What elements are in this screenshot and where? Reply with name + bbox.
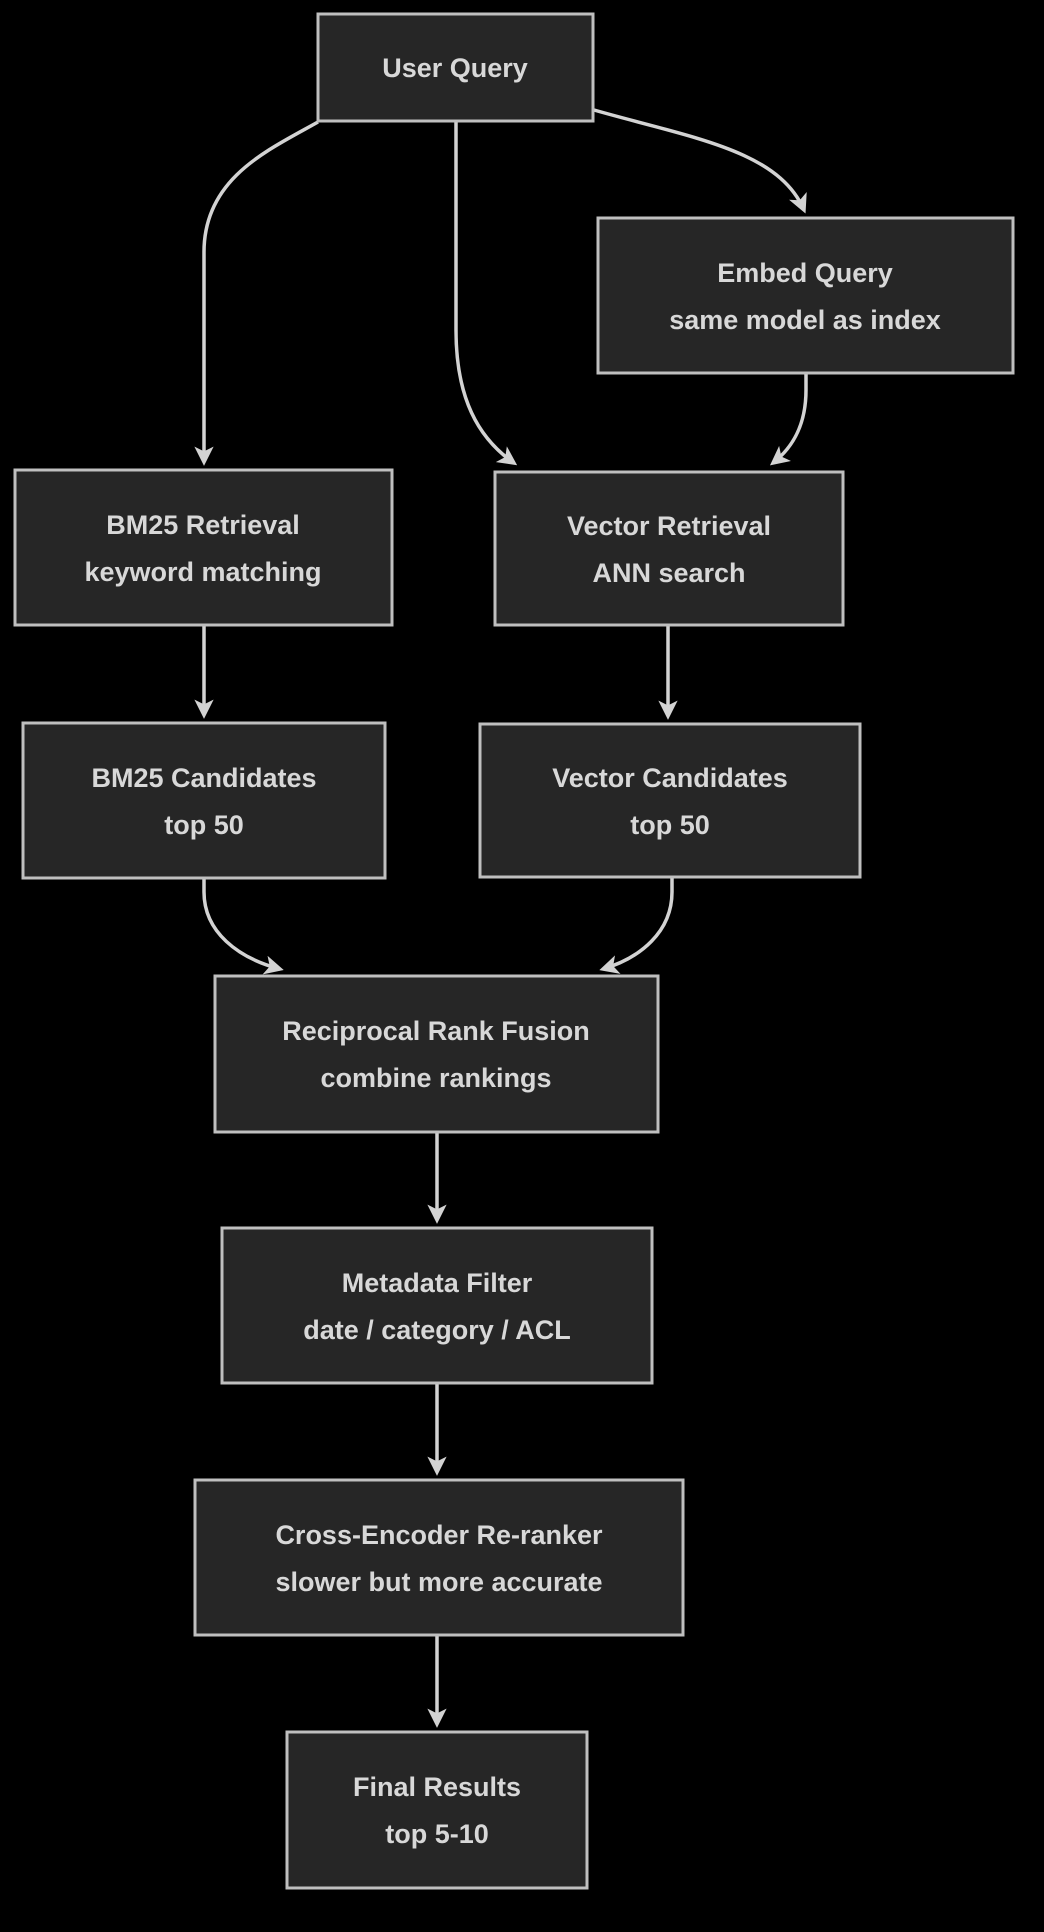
node-title-rank-fusion: Reciprocal Rank Fusion xyxy=(282,1016,590,1046)
node-subtitle-embed-query: same model as index xyxy=(669,305,941,335)
node-box-rank-fusion xyxy=(213,974,660,1134)
node-subtitle-bm25-candidates: top 50 xyxy=(164,810,244,840)
node-vector-candidates: Vector Candidates top 50 xyxy=(478,722,862,879)
node-subtitle-final-results: top 5-10 xyxy=(385,1819,489,1849)
node-box-vector-retrieval xyxy=(493,470,845,627)
node-box-vector-candidates xyxy=(478,722,862,879)
node-title-cross-encoder: Cross-Encoder Re-ranker xyxy=(275,1520,603,1550)
node-box-metadata-filter xyxy=(220,1226,654,1385)
node-box-final-results xyxy=(285,1730,589,1890)
node-box-embed-query xyxy=(596,216,1015,375)
edge-user-query-to-vector-retrieval xyxy=(454,122,518,466)
node-metadata-filter: Metadata Filter date / category / ACL xyxy=(220,1226,654,1385)
node-box-bm25-retrieval xyxy=(13,468,394,627)
edge-user-query-to-bm25-retrieval xyxy=(194,120,319,466)
node-title-vector-candidates: Vector Candidates xyxy=(552,763,788,793)
node-bm25-candidates: BM25 Candidates top 50 xyxy=(21,721,387,880)
node-box-cross-encoder xyxy=(193,1478,685,1637)
edges-layer xyxy=(194,108,808,1728)
node-bm25-retrieval: BM25 Retrieval keyword matching xyxy=(13,468,394,627)
node-subtitle-rank-fusion: combine rankings xyxy=(320,1063,551,1093)
node-final-results: Final Results top 5-10 xyxy=(285,1730,589,1890)
node-user-query: User Query xyxy=(316,12,595,123)
edge-embed-query-to-vector-retrieval xyxy=(769,374,808,466)
node-title-user-query: User Query xyxy=(382,53,528,83)
node-subtitle-cross-encoder: slower but more accurate xyxy=(275,1567,602,1597)
node-title-vector-retrieval: Vector Retrieval xyxy=(567,511,771,541)
edge-user-query-to-embed-query xyxy=(593,108,807,214)
edge-vector-candidates-to-rank-fusion xyxy=(599,878,674,974)
node-vector-retrieval: Vector Retrieval ANN search xyxy=(493,470,845,627)
edge-bm25-candidates-to-rank-fusion xyxy=(202,879,284,975)
node-rank-fusion: Reciprocal Rank Fusion combine rankings xyxy=(213,974,660,1134)
node-box-bm25-candidates xyxy=(21,721,387,880)
node-box-user-query xyxy=(316,12,595,123)
node-subtitle-vector-retrieval: ANN search xyxy=(592,558,745,588)
node-title-metadata-filter: Metadata Filter xyxy=(342,1268,533,1298)
node-title-bm25-candidates: BM25 Candidates xyxy=(91,763,316,793)
node-subtitle-metadata-filter: date / category / ACL xyxy=(303,1315,571,1345)
node-subtitle-bm25-retrieval: keyword matching xyxy=(84,557,321,587)
node-subtitle-vector-candidates: top 50 xyxy=(630,810,710,840)
node-cross-encoder: Cross-Encoder Re-ranker slower but more … xyxy=(193,1478,685,1637)
node-title-bm25-retrieval: BM25 Retrieval xyxy=(106,510,300,540)
node-embed-query: Embed Query same model as index xyxy=(596,216,1015,375)
node-title-final-results: Final Results xyxy=(353,1772,521,1802)
node-title-embed-query: Embed Query xyxy=(717,258,893,288)
